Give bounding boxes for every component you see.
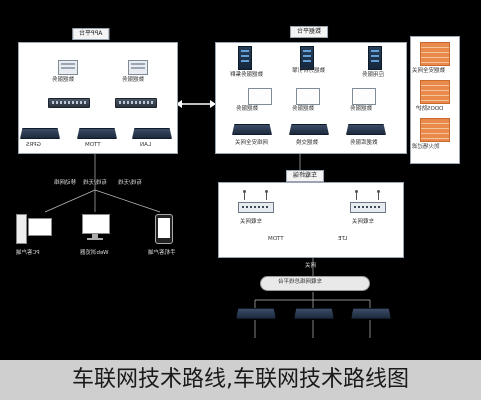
router-icon (232, 124, 272, 135)
security-label: 防火墙过滤 (412, 144, 440, 150)
bus-top-label: 网关 (305, 263, 317, 269)
device-label: Web浏览器 (80, 250, 109, 256)
app-platform-title: APP平台 (72, 28, 110, 40)
ecu-node-icon (351, 308, 391, 319)
host-label: 数据服务 (350, 106, 373, 112)
router-icon (20, 128, 60, 139)
gateway-label: 车载网关 (352, 219, 375, 225)
server-label: 数据服务集群 (230, 72, 264, 78)
protocol-label: LAN (140, 142, 152, 148)
security-device-icon (420, 42, 450, 66)
host-label: 数据服务 (236, 106, 259, 112)
ecu-node-icon (294, 308, 334, 319)
router-icon (289, 124, 329, 135)
bottom-label: 数据库服务 (350, 140, 378, 146)
server-label: 数据服务 (122, 77, 145, 83)
host-label: 数据服务 (292, 106, 315, 112)
bus-label: 车载网络总线平台 (278, 279, 323, 285)
vehicle-terminal-panel (218, 182, 404, 258)
bottom-label: 数据交换 (296, 140, 319, 146)
gateway-icon (350, 202, 386, 213)
monitor-icon (352, 88, 376, 105)
vehicle-bus-bar (260, 276, 370, 291)
server-rack-icon (368, 46, 382, 70)
link-label: TTDM (268, 236, 284, 242)
monitor-icon (296, 88, 320, 105)
data-platform-title: 数据平台 (290, 26, 329, 38)
gateway-icon (238, 202, 274, 213)
gateway-label: 车载网关 (240, 219, 263, 225)
server-label: 应用服务 (362, 72, 385, 78)
switch-icon (48, 98, 90, 108)
protocol-label: GPRS (26, 142, 41, 148)
link-label: LTE (338, 236, 348, 242)
security-label: 数据安全网关 (412, 68, 446, 74)
bottom-label: 网络安全网关 (235, 140, 269, 146)
link-label: 有线/无线 (118, 180, 142, 186)
server-icon (58, 60, 78, 75)
mobile-phone-icon (155, 214, 173, 244)
web-browser-icon (82, 214, 110, 244)
protocol-label: TTDM (85, 142, 101, 148)
link-label: 移动网络 (54, 180, 77, 186)
vehicle-terminal-title: 车载终端 (286, 170, 325, 182)
router-icon (346, 124, 386, 135)
security-device-icon (420, 80, 450, 104)
router-icon (77, 128, 117, 139)
device-label: PC客户端 (16, 250, 40, 256)
server-label: 数据分析引擎 (292, 68, 326, 74)
security-device-icon (420, 118, 450, 142)
monitor-icon (248, 88, 272, 105)
security-label: DDOS防护 (416, 106, 444, 112)
link-label: 有线/无线 (83, 180, 107, 186)
pc-client-icon (16, 212, 52, 246)
server-label: 数据服务 (52, 77, 75, 83)
caption-bar (0, 360, 481, 400)
device-label: 手机客户端 (148, 250, 176, 256)
caption-text: 车联网技术路线,车联网技术路线图 (72, 367, 409, 392)
server-rack-icon (300, 46, 314, 70)
router-icon (132, 128, 172, 139)
server-rack-icon (238, 46, 252, 70)
switch-icon (115, 98, 157, 108)
ecu-node-icon (236, 308, 276, 319)
server-icon (128, 60, 148, 75)
